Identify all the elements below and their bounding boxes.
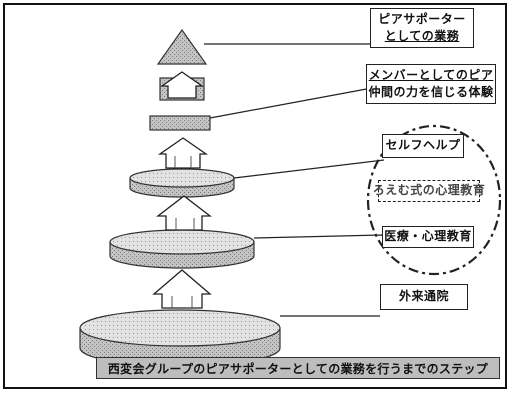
arrow-up-1 [152,269,212,309]
tier-4-plate [149,115,211,131]
label-self-help-text: セルフヘルプ [385,138,461,153]
arrow-up-4 [159,71,205,99]
connector-tier-3 [233,159,385,179]
label-medical-psych-education-text: 医療・心理教育 [384,229,472,244]
tier-3-disc [129,168,235,198]
arrow-up-3 [157,137,209,169]
label-medical-psych-education: 医療・心理教育 [382,226,474,248]
label-peer-trust-experience-line2: 仲間の力を信じる体験 [368,85,494,99]
label-peer-trust-experience: メンバーとしてのピア 仲間の力を信じる体験 [366,64,496,104]
label-outpatient: 外来通院 [380,284,468,310]
diagram-caption-text: 西変会グループのピアサポーターとしての業務を行うまでのステップ [107,361,489,376]
label-psychoeducation-faint-text: ろえむ式の心理教育 [372,183,486,198]
label-self-help: セルフヘルプ [382,134,464,158]
label-peer-supporter-work: ピアサポーター としての業務 [370,8,474,48]
diagram-caption: 西変会グループのピアサポーターとしての業務を行うまでのステップ [96,357,500,379]
apex-triangle [156,28,208,65]
grouping-ellipse [366,124,502,276]
label-outpatient-text: 外来通院 [398,289,449,304]
connector-tier-5 [209,87,373,119]
connector-lines [204,43,385,317]
label-peer-trust-experience-line1: メンバーとしてのピア [368,67,494,82]
arrow-up-2 [156,195,212,231]
label-peer-supporter-work-line2: としての業務 [384,29,460,43]
label-psychoeducation-faint: ろえむ式の心理教育 [373,180,485,202]
label-peer-supporter-work-line1: ピアサポーター [378,11,466,26]
connector-tier-2 [253,234,383,239]
tier-2-disc [109,229,255,269]
tier-1-disc [79,309,281,367]
